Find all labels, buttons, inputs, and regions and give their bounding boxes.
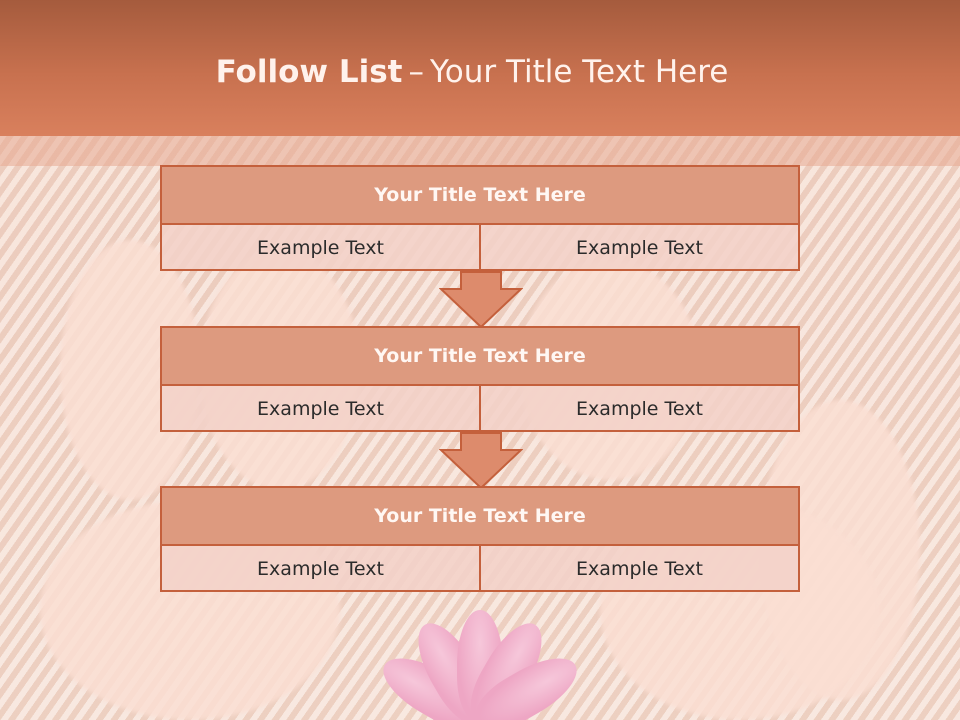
- header-band: [0, 0, 960, 136]
- down-arrow-icon: [439, 432, 523, 490]
- slide-title-bold: Follow List: [215, 54, 403, 90]
- down-arrow-icon: [439, 271, 523, 329]
- slide-title: Follow List–Your Title Text Here: [0, 54, 944, 90]
- step-cell-left: Example Text: [257, 558, 384, 580]
- step-row: Example Text Example Text: [162, 386, 798, 432]
- slide-title-dash: –: [408, 54, 424, 90]
- step-row: Example Text Example Text: [162, 225, 798, 271]
- step-heading: Your Title Text Here: [162, 328, 798, 386]
- step-row: Example Text Example Text: [162, 546, 798, 592]
- step-cell-left: Example Text: [257, 237, 384, 259]
- header-stripe: [0, 136, 960, 166]
- step-cell-left: Example Text: [257, 398, 384, 420]
- step-cell-right: Example Text: [479, 386, 798, 432]
- step-heading: Your Title Text Here: [162, 488, 798, 546]
- step-box-3: Your Title Text Here Example Text Exampl…: [160, 486, 800, 592]
- flower-image: [373, 590, 587, 720]
- step-cell-right: Example Text: [479, 546, 798, 592]
- slide-title-rest: Your Title Text Here: [429, 54, 729, 90]
- step-cell-right: Example Text: [479, 225, 798, 271]
- step-box-1: Your Title Text Here Example Text Exampl…: [160, 165, 800, 271]
- step-box-2: Your Title Text Here Example Text Exampl…: [160, 326, 800, 432]
- step-heading: Your Title Text Here: [162, 167, 798, 225]
